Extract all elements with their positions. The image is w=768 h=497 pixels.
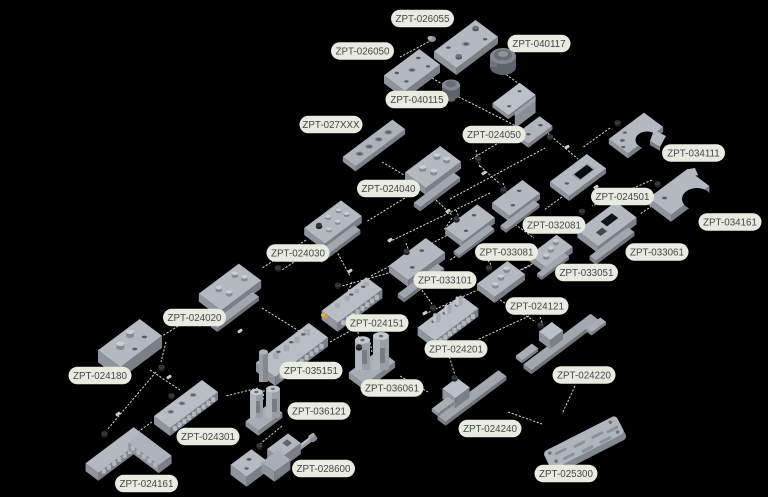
svg-text:ZPT-025300: ZPT-025300	[539, 469, 593, 480]
svg-text:ZPT-024050: ZPT-024050	[467, 130, 521, 141]
svg-text:ZPT-024220: ZPT-024220	[557, 371, 611, 382]
svg-text:ZPT-033051: ZPT-033051	[560, 268, 614, 279]
svg-text:ZPT-024161: ZPT-024161	[120, 479, 174, 490]
svg-text:ZPT-024020: ZPT-024020	[168, 313, 222, 324]
svg-text:ZPT-033101: ZPT-033101	[418, 276, 472, 287]
svg-text:ZPT-034161: ZPT-034161	[703, 218, 757, 229]
svg-text:ZPT-040117: ZPT-040117	[512, 39, 565, 50]
svg-text:ZPT-028600: ZPT-028600	[297, 464, 351, 475]
svg-text:ZPT-026055: ZPT-026055	[396, 14, 450, 25]
svg-text:ZPT-024030: ZPT-024030	[271, 249, 325, 260]
svg-text:ZPT-033061: ZPT-033061	[630, 248, 684, 259]
svg-text:ZPT-036061: ZPT-036061	[365, 384, 419, 395]
svg-text:ZPT-027XXX: ZPT-027XXX	[302, 120, 360, 131]
svg-text:ZPT-024121: ZPT-024121	[510, 302, 564, 313]
svg-text:ZPT-024240: ZPT-024240	[463, 424, 517, 435]
svg-text:ZPT-036121: ZPT-036121	[292, 407, 346, 418]
svg-text:ZPT-026050: ZPT-026050	[336, 47, 390, 58]
svg-text:ZPT-024151: ZPT-024151	[350, 319, 404, 330]
svg-text:ZPT-035151: ZPT-035151	[284, 366, 338, 377]
svg-text:ZPT-024040: ZPT-024040	[362, 184, 416, 195]
svg-text:ZPT-034111: ZPT-034111	[667, 149, 719, 160]
svg-text:ZPT-033081: ZPT-033081	[480, 248, 534, 259]
svg-text:ZPT-032081: ZPT-032081	[527, 221, 581, 232]
svg-text:ZPT-024201: ZPT-024201	[429, 345, 483, 356]
svg-text:ZPT-040115: ZPT-040115	[390, 95, 444, 106]
svg-text:ZPT-024180: ZPT-024180	[73, 371, 127, 382]
svg-text:ZPT-024301: ZPT-024301	[181, 432, 235, 443]
svg-text:ZPT-024501: ZPT-024501	[596, 192, 650, 203]
